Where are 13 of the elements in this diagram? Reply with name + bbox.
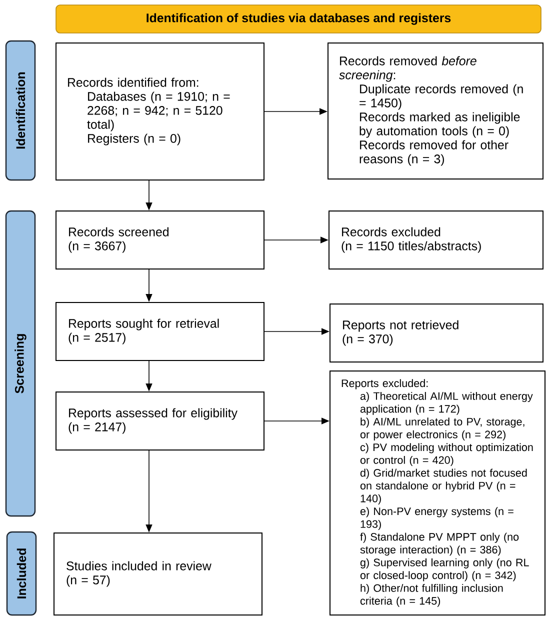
process-box: Records excluded (n = 1150 titles/abstracts)	[328, 210, 544, 270]
process-box: Records removed before screening: Duplicate records removed (n = 1450) Records marked as ineligible by automation tools (n = 0) Records removed for other reasons (n = 3)	[328, 42, 544, 180]
header-banner: Identification of studies via databases and registers	[56, 4, 542, 34]
process-box: Reports not retrieved (n = 370)	[330, 304, 544, 362]
phase-label-band: Included	[6, 531, 37, 616]
phase-label-band: Screening	[5, 210, 36, 517]
process-box: Reports assessed for eligibility (n = 2147)	[56, 392, 264, 450]
process-box: Records identified from: Databases (n = 1910; n = 2268; n = 942; n = 5120 total) Registers (n = 0)	[56, 42, 264, 180]
phase-label-band: Identification	[5, 40, 36, 181]
process-box: Reports excluded: a) Theoretical AI/ML without energy application (n = 172) b) AI/ML unrelated to PV, storage, or power electronics (n = 292) c) PV modeling without optimization or control (n = 420) d) Grid/market studies not focused on standalone or hybrid PV (n = 140) e) Non-PV energy systems (n = 193) f) Standalone PV MPPT only (no storage interaction) (n = 386) g) Supervised learning only (no RL or closed-loop control) (n = 342) h) Other/not fulfilling inclusion criteria (n = 145)	[330, 370, 546, 616]
process-box: Reports sought for retrieval (n = 2517)	[56, 302, 264, 361]
process-box: Studies included in review (n = 57)	[54, 532, 262, 616]
process-box: Records screened (n = 3667)	[56, 210, 264, 270]
